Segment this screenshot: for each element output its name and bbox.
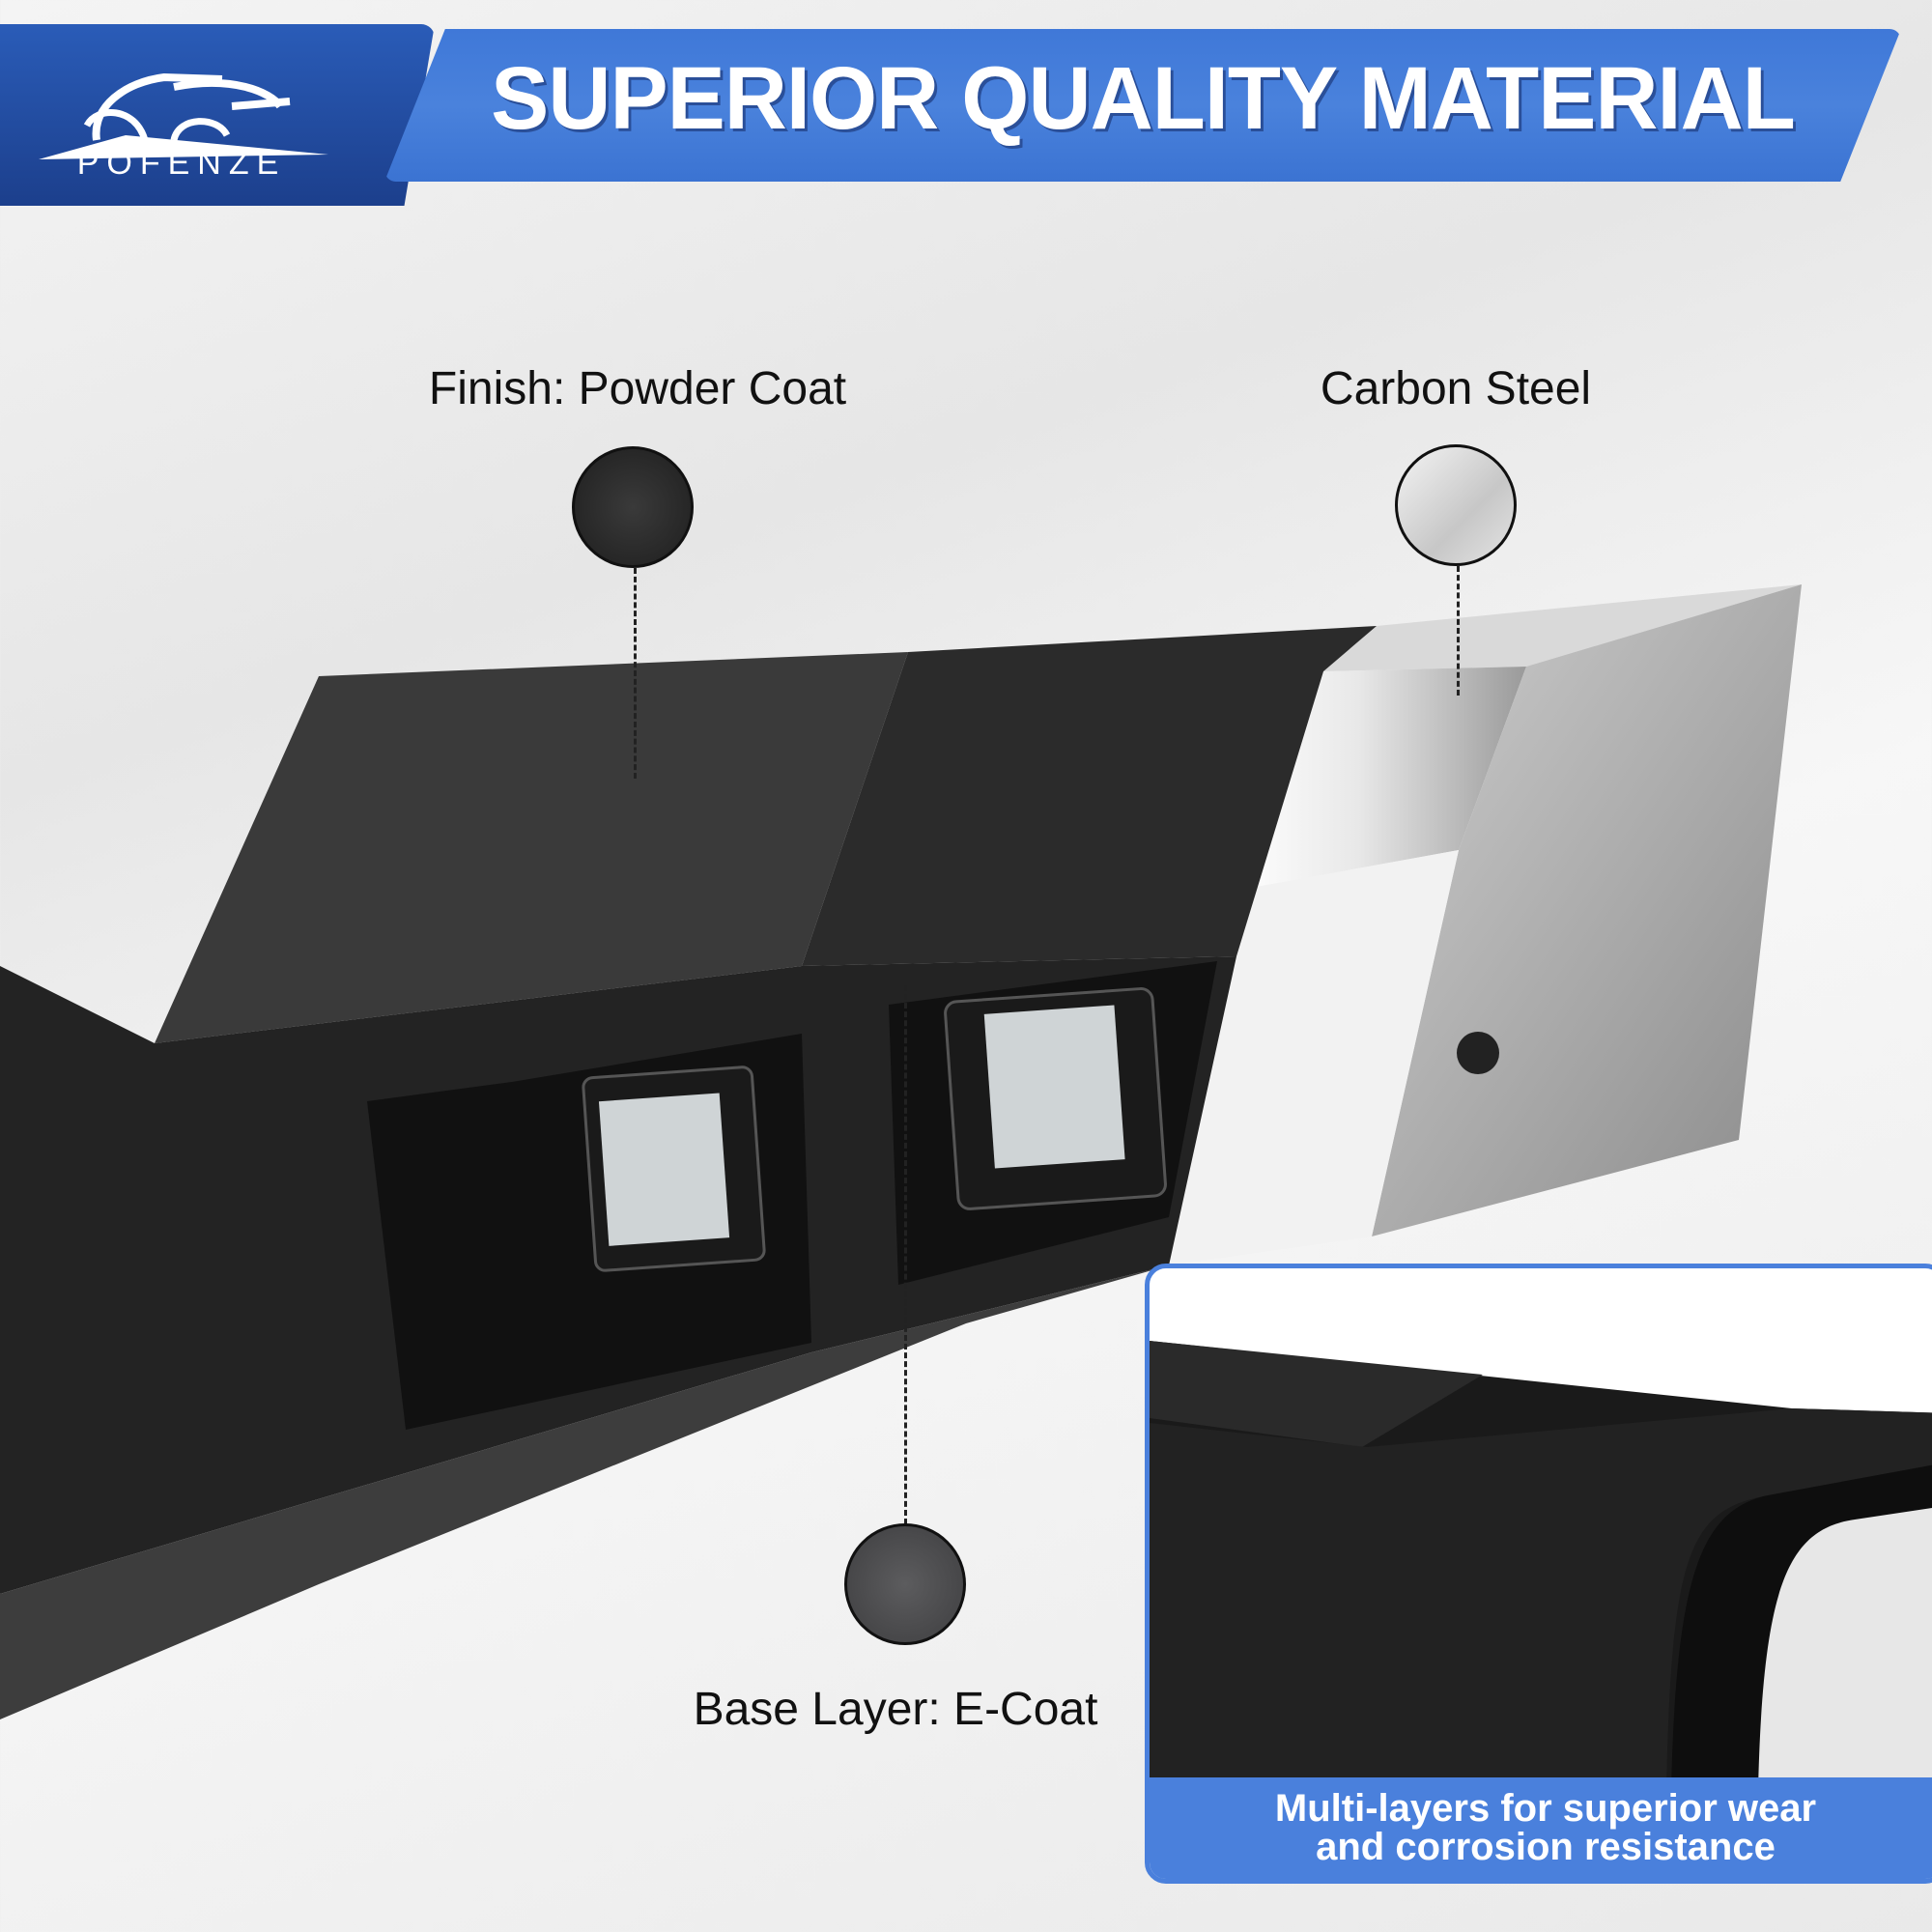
powder-coat-label: Finish: Powder Coat	[428, 363, 847, 414]
caption-line-2: and corrosion resistance	[1316, 1826, 1776, 1868]
e-coat-leader	[904, 985, 907, 1524]
layer-closeup-image	[1150, 1341, 1932, 1790]
steel-face	[1246, 667, 1526, 889]
carbon-steel-swatch	[1395, 444, 1517, 566]
powder-coat-leader	[634, 568, 637, 779]
brand-name: POFENZE	[76, 145, 287, 182]
page-title: SUPERIOR QUALITY MATERIAL	[491, 49, 1796, 148]
caption-line-1: Multi-layers for superior wear	[1274, 1787, 1817, 1830]
e-coat-swatch	[844, 1523, 966, 1645]
steel-top	[1323, 584, 1802, 671]
bumper-top-mid	[802, 626, 1377, 966]
brand-logo	[0, 24, 435, 206]
title-banner	[384, 29, 1901, 182]
steel-bolt	[1457, 1032, 1499, 1074]
powder-coat-swatch	[572, 446, 694, 568]
e-coat-label: Base Layer: E-Coat	[693, 1684, 1098, 1735]
layer-detail-inset: Multi-layers for superior wear and corro…	[1145, 1264, 1932, 1884]
steel-lower	[1169, 850, 1459, 1265]
car-logo-icon	[39, 72, 328, 159]
bumper-top-left	[155, 652, 908, 1043]
inset-caption: Multi-layers for superior wear and corro…	[1150, 1777, 1932, 1879]
carbon-steel-leader	[1457, 566, 1460, 696]
carbon-steel-label: Carbon Steel	[1320, 363, 1592, 414]
